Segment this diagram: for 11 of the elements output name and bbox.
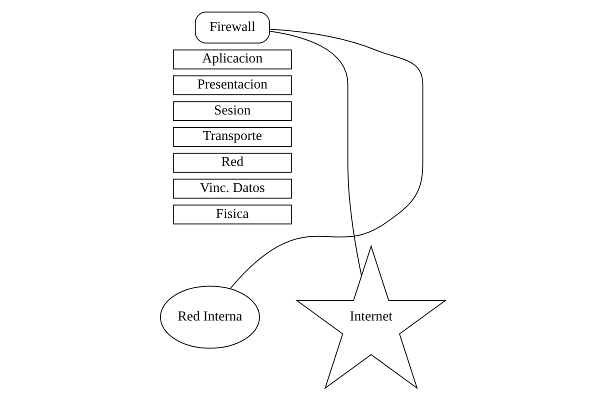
node-box: Transporte	[172, 127, 292, 147]
node-box: Vinc. Datos	[172, 178, 292, 199]
node-ellipse: Red Interna	[160, 286, 260, 349]
node-box: Aplicacion	[172, 50, 292, 70]
node-box: Sesion	[172, 101, 292, 122]
connector	[230, 28, 424, 289]
node-box: Red	[172, 152, 292, 173]
node-box: Firewall	[194, 12, 270, 44]
connector	[269, 30, 362, 276]
node-box: Presentacion	[172, 75, 292, 96]
node-box: Fisica	[172, 204, 292, 224]
